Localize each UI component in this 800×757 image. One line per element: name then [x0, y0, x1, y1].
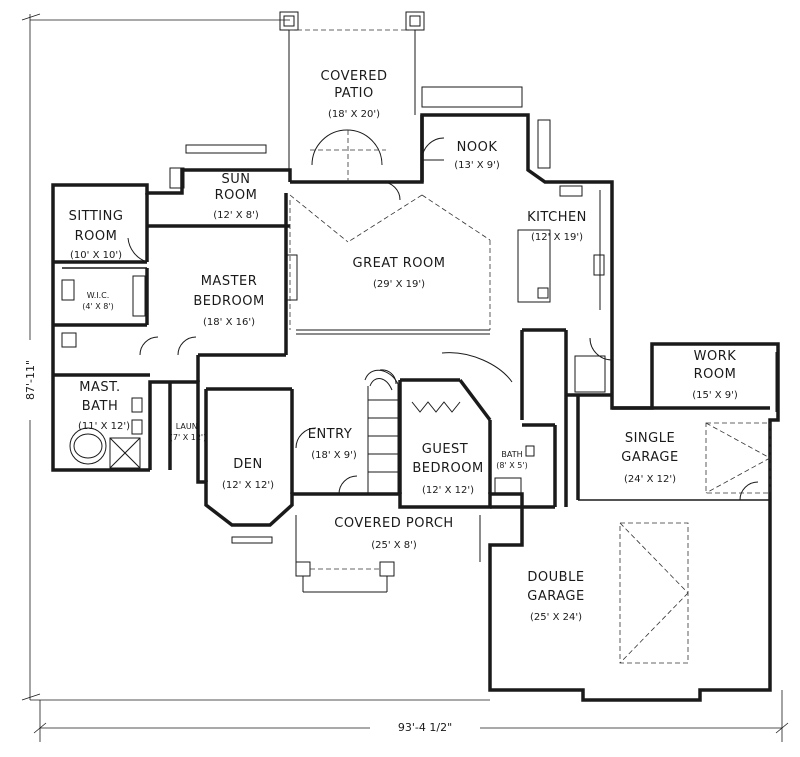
entry-name: ENTRY — [308, 427, 353, 442]
covered-patio-name-1: COVERED — [321, 69, 388, 84]
nook-name: NOOK — [457, 140, 498, 155]
room-master-bedroom: MASTER BEDROOM (18' X 16') — [193, 274, 264, 328]
overall-depth-backdrop — [22, 340, 38, 420]
guest-bedroom-size: (12' X 12') — [422, 485, 474, 496]
kitchen-name: KITCHEN — [527, 210, 587, 225]
work-room-name-2: ROOM — [694, 367, 737, 382]
work-room-size: (15' X 9') — [692, 390, 738, 401]
interior-walls — [53, 115, 770, 509]
master-bedroom-name-1: MASTER — [201, 274, 258, 289]
room-wic: W.I.C. (4' X 8') — [82, 291, 113, 311]
entry-size: (18' X 9') — [311, 450, 357, 461]
guest-bedroom-name-1: GUEST — [422, 442, 469, 457]
covered-porch-size: (25' X 8') — [371, 540, 417, 551]
great-room-name: GREAT ROOM — [353, 256, 446, 271]
room-double-garage: DOUBLE GARAGE (25' X 24') — [527, 570, 584, 623]
room-covered-patio: COVERED PATIO (18' X 20') — [321, 69, 388, 120]
covered-porch-name: COVERED PORCH — [334, 516, 453, 531]
guest-bedroom-name-2: BEDROOM — [412, 461, 483, 476]
den-name: DEN — [233, 457, 262, 472]
room-kitchen: KITCHEN (12' X 19') — [527, 210, 587, 243]
single-garage-name-1: SINGLE — [625, 431, 675, 446]
room-nook: NOOK (13' X 9') — [454, 140, 500, 171]
master-bedroom-name-2: BEDROOM — [193, 294, 264, 309]
sitting-room-name-2: ROOM — [75, 229, 118, 244]
overall-width-backdrop — [370, 718, 480, 736]
room-single-garage: SINGLE GARAGE (24' X 12') — [621, 431, 678, 485]
den-size: (12' X 12') — [222, 480, 274, 491]
kitchen-size: (12' X 19') — [531, 232, 583, 243]
nook-size: (13' X 9') — [454, 160, 500, 171]
double-garage-name-2: GARAGE — [527, 589, 584, 604]
room-den: DEN (12' X 12') — [222, 457, 274, 491]
laundry-size: (7' X 12') — [170, 433, 206, 442]
mast-bath-name-2: BATH — [82, 399, 119, 414]
laundry-name: LAUN. — [176, 422, 201, 431]
room-sun-room: SUN ROOM (12' X 8') — [213, 172, 259, 221]
overall-depth-label: 87'-11" — [24, 360, 37, 400]
covered-patio-size: (18' X 20') — [328, 109, 380, 120]
room-sitting-room: SITTING ROOM (10' X 10') — [69, 209, 124, 261]
plan-details — [61, 11, 777, 664]
room-work-room: WORK ROOM (15' X 9') — [692, 349, 738, 401]
sitting-room-name-1: SITTING — [69, 209, 124, 224]
room-bath: BATH (8' X 5') — [496, 450, 527, 470]
sitting-room-size: (10' X 10') — [70, 250, 122, 261]
bath-name-2: (8' X 5') — [496, 461, 527, 470]
single-garage-size: (24' X 12') — [624, 474, 676, 485]
wic-name: W.I.C. — [87, 291, 110, 300]
room-entry: ENTRY (18' X 9') — [308, 427, 357, 461]
bath-name-1: BATH — [501, 450, 522, 459]
sun-room-name-1: SUN — [222, 172, 251, 187]
room-mast-bath: MAST. BATH (11' X 12') — [78, 380, 130, 432]
master-bedroom-size: (18' X 16') — [203, 317, 255, 328]
double-garage-name-1: DOUBLE — [527, 570, 584, 585]
dimension-lines — [21, 13, 789, 742]
work-room-name-1: WORK — [694, 349, 737, 364]
room-covered-porch: COVERED PORCH (25' X 8') — [334, 516, 453, 551]
double-garage-size: (25' X 24') — [530, 612, 582, 623]
mast-bath-size: (11' X 12') — [78, 421, 130, 432]
great-room-size: (29' X 19') — [373, 279, 425, 290]
room-great-room: GREAT ROOM (29' X 19') — [353, 256, 446, 290]
overall-width-label: 93'-4 1/2" — [398, 721, 452, 734]
room-laundry: LAUN. (7' X 12') — [170, 422, 206, 442]
single-garage-name-2: GARAGE — [621, 450, 678, 465]
sun-room-name-2: ROOM — [215, 188, 258, 203]
covered-patio-name-2: PATIO — [334, 86, 373, 101]
room-guest-bedroom: GUEST BEDROOM (12' X 12') — [412, 442, 483, 496]
sun-room-size: (12' X 8') — [213, 210, 259, 221]
mast-bath-name-1: MAST. — [79, 380, 120, 395]
wic-size: (4' X 8') — [82, 302, 113, 311]
